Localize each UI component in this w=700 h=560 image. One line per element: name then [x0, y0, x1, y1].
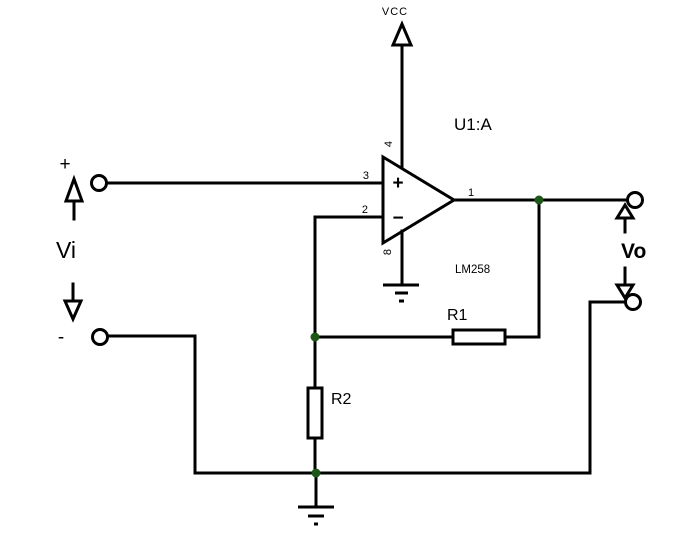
input-source: + Vi -	[56, 154, 109, 348]
opamp-plus-symbol: +	[392, 173, 403, 194]
resistor-r1-body[interactable]	[451, 328, 507, 346]
input-vi-label: Vi	[56, 237, 76, 263]
opamp-designator: U1:A	[454, 115, 492, 134]
wires	[105, 181, 630, 509]
output-lower-terminal[interactable]	[624, 293, 642, 311]
output-vo-label: Vo	[621, 240, 646, 263]
pin4-label: 4	[383, 141, 395, 147]
output-port: Vo	[614, 191, 646, 311]
pin1-label: 1	[468, 187, 474, 199]
resistor-r1-label: R1	[447, 307, 468, 324]
output-upper-terminal[interactable]	[626, 191, 644, 209]
vcc-label: VCC	[382, 6, 408, 18]
input-plus-terminal[interactable]	[90, 174, 108, 192]
opamp-part-number: LM258	[455, 264, 490, 276]
junction-ground-node	[311, 468, 321, 478]
opamp-u1a[interactable]: + − U1:A LM258 3 2 1 8	[362, 115, 493, 303]
pin8-label: 8	[382, 249, 394, 255]
input-up-arrow-icon	[63, 174, 85, 203]
junction-feedback-node	[310, 332, 320, 342]
resistor-r2[interactable]: R2	[306, 386, 352, 440]
junctions	[310, 195, 544, 478]
vcc-power-rail[interactable]: VCC 4	[382, 6, 414, 170]
resistor-r2-body[interactable]	[306, 386, 324, 440]
input-minus-terminal[interactable]	[91, 328, 109, 346]
resistor-r1[interactable]: R1	[447, 307, 507, 346]
vcc-arrow-icon	[390, 20, 414, 47]
pin3-label: 3	[363, 170, 369, 182]
resistor-r2-label: R2	[331, 391, 352, 408]
opamp-ground-icon	[383, 283, 419, 303]
pin2-label: 2	[362, 204, 368, 216]
opamp-minus-symbol: −	[392, 208, 403, 229]
input-plus-sign: +	[59, 154, 70, 175]
input-minus-sign: -	[58, 327, 64, 348]
output-down-arrow-icon	[614, 283, 636, 301]
bottom-ground-icon	[298, 505, 334, 526]
opamp-triangle[interactable]	[381, 154, 457, 246]
junction-output-node	[534, 195, 544, 205]
input-down-arrow-icon	[62, 299, 84, 323]
